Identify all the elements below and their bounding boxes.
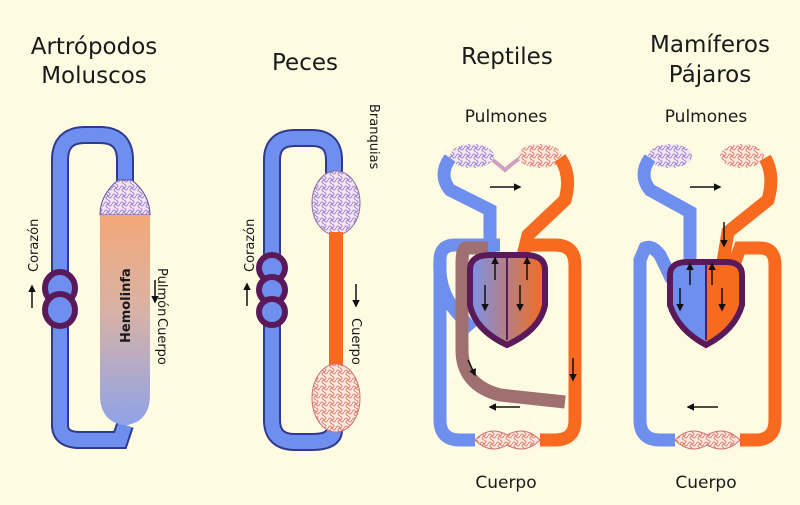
panel-arthropods: Artrópodos Moluscos Corazón Hemolinfa Pu…	[27, 34, 169, 449]
vessel-blue-pulmonary	[437, 154, 497, 268]
body-label: Cuerpo	[675, 473, 736, 493]
lung-capillaries	[99, 179, 151, 216]
lung-capillaries-right	[720, 144, 764, 168]
body-capillaries	[674, 430, 741, 450]
heart	[256, 252, 288, 328]
panel-fish: Peces Branquias Corazón Cuerpo	[243, 50, 381, 451]
vessel-orange-body	[728, 241, 782, 447]
vessel-orange-pulmonary	[513, 154, 575, 270]
vessel-orange-pulmonary	[715, 154, 778, 270]
panel-title-line-1: Artrópodos	[31, 34, 158, 60]
vessel-mixed	[455, 241, 566, 409]
vessel-blue-bottom	[53, 422, 132, 447]
arrow-mixed	[467, 359, 476, 377]
hemolymph-label: Hemolinfa	[119, 268, 134, 343]
vessel-blue	[53, 128, 132, 432]
vessel-orange	[329, 232, 343, 366]
lung-capillaries-left	[648, 144, 692, 168]
lungs-label: Pulmones	[665, 107, 748, 127]
vessel-blue-body	[433, 260, 475, 447]
body-capillaries	[474, 430, 541, 450]
body-label: Cuerpo	[475, 473, 536, 493]
lung-capillaries-left	[450, 144, 494, 168]
panel-title-line-2: Pájaros	[669, 62, 751, 88]
vessel-blue	[265, 131, 341, 427]
body-label: Cuerpo	[348, 318, 363, 365]
panel-title-line-1: Mamíferos	[650, 32, 770, 58]
gills-label: Branquias	[366, 104, 381, 170]
vessel-blue-bottom	[265, 419, 341, 449]
lungs-label: Pulmones	[465, 107, 548, 127]
body-capillaries	[311, 363, 361, 433]
panel-reptiles: Reptiles Pulmones Cuerpo	[433, 44, 582, 493]
panel-mammals-birds: Mamíferos Pájaros Pulmones Cuerpo	[633, 32, 782, 493]
heart	[42, 269, 78, 329]
vessel-orange-body	[530, 238, 582, 447]
vessel-blue-body	[633, 240, 678, 447]
gills-capillaries	[311, 170, 361, 236]
panel-title: Peces	[272, 50, 338, 76]
body-label: Cuerpo	[154, 318, 169, 365]
vessel-blue-pulmonary	[637, 154, 697, 268]
heart-label: Corazón	[27, 219, 42, 272]
heart	[667, 259, 745, 349]
lung-label: Pulmón	[154, 268, 169, 316]
panel-title: Reptiles	[461, 44, 553, 70]
lung-capillaries-right	[518, 144, 562, 168]
heart-left-side	[706, 262, 742, 345]
heart-right-side	[670, 262, 706, 345]
panel-title-line-2: Moluscos	[41, 63, 147, 89]
heart-label: Corazón	[243, 219, 258, 272]
hemolymph-sac	[100, 215, 150, 425]
